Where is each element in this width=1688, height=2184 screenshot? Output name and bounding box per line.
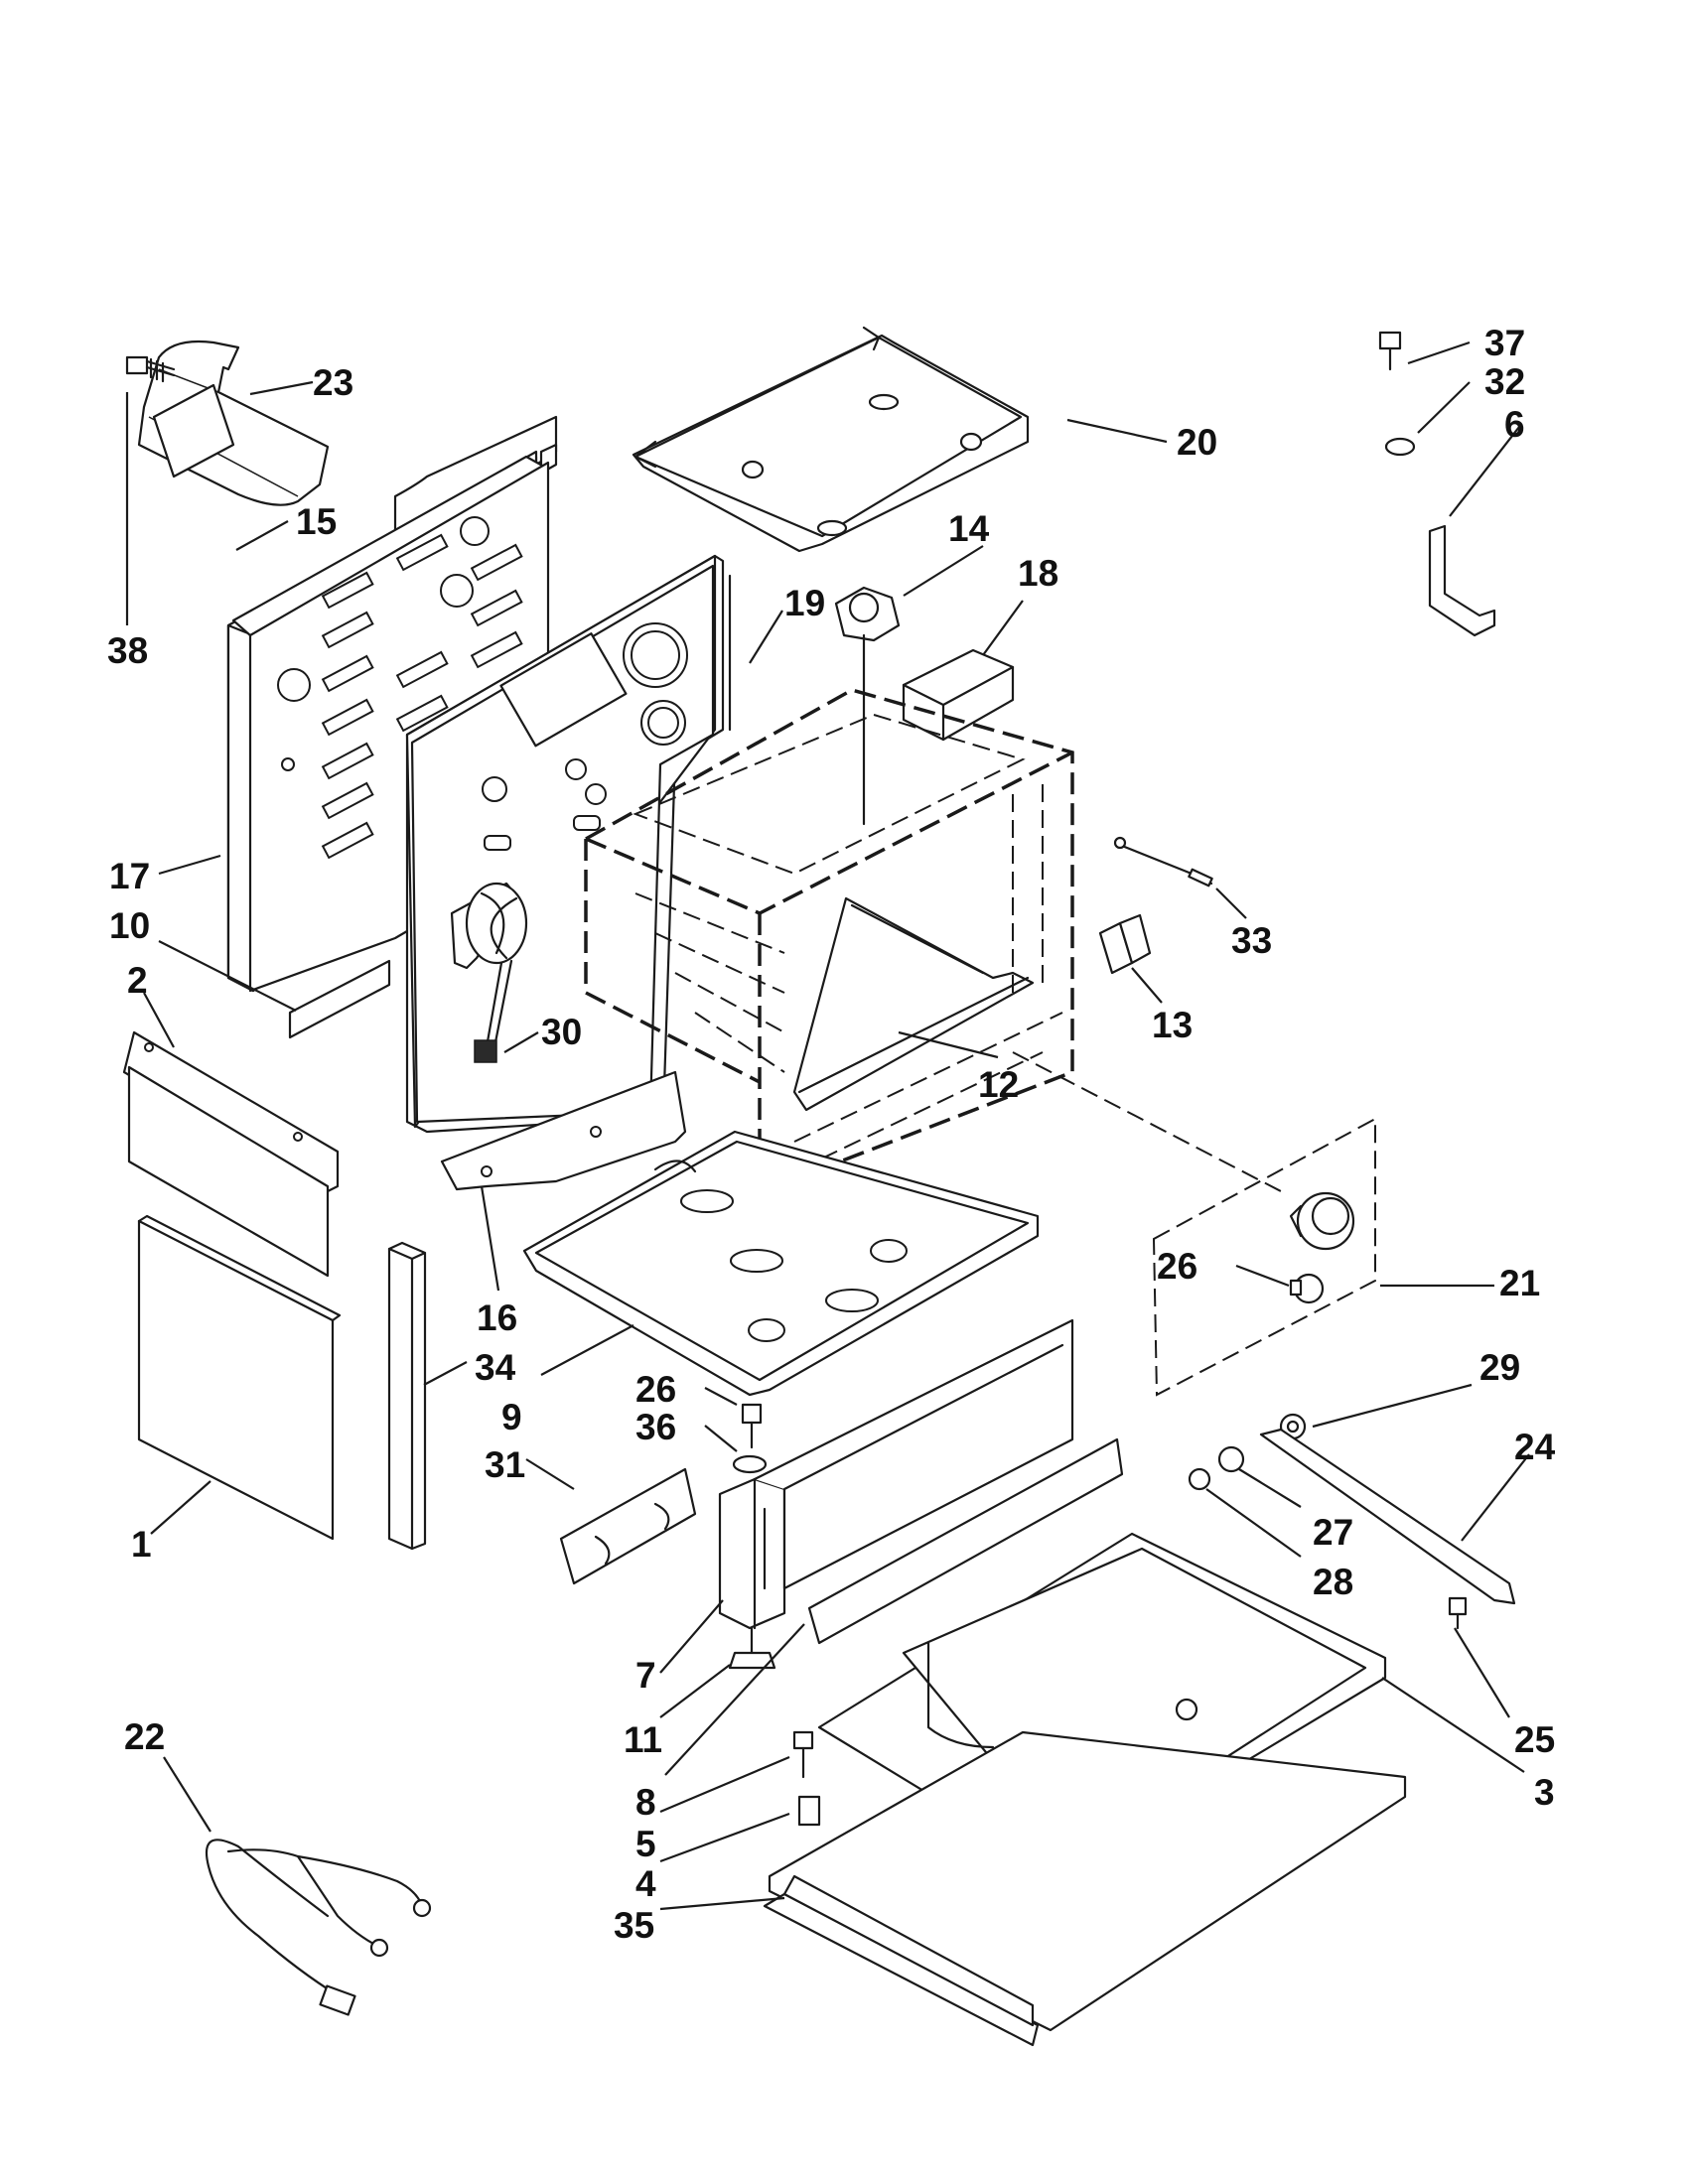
callout-36: 36 bbox=[635, 1407, 676, 1447]
callout-25: 25 bbox=[1514, 1719, 1555, 1760]
part-24-rail bbox=[1259, 1428, 1516, 1605]
part-35-drawer-floor bbox=[763, 1730, 1407, 2047]
part-33-sensor bbox=[1113, 836, 1213, 887]
callout-21: 21 bbox=[1499, 1263, 1540, 1303]
part-1-lower-front-panel bbox=[137, 1214, 342, 1541]
callout-17: 17 bbox=[109, 856, 150, 896]
callout-12: 12 bbox=[978, 1064, 1019, 1105]
callout-15: 15 bbox=[296, 501, 337, 542]
callout-8: 8 bbox=[635, 1782, 656, 1823]
callout-3: 3 bbox=[1534, 1772, 1555, 1813]
callout-28: 28 bbox=[1313, 1562, 1353, 1602]
callout-10: 10 bbox=[109, 905, 150, 946]
callout-6: 6 bbox=[1504, 404, 1525, 445]
part-2-upper-front-panel bbox=[122, 1030, 340, 1278]
callout-18: 18 bbox=[1018, 553, 1058, 594]
part-16-bracket bbox=[440, 1070, 687, 1191]
part-34-side-strip bbox=[387, 1241, 427, 1551]
callout-37: 37 bbox=[1484, 323, 1525, 363]
callout-30: 30 bbox=[541, 1012, 582, 1052]
callout-27: 27 bbox=[1313, 1512, 1353, 1553]
part-36-washer bbox=[732, 1454, 768, 1474]
part-22-power-cord bbox=[205, 1839, 432, 2016]
callout-9: 9 bbox=[501, 1397, 522, 1437]
part-37-screw bbox=[1378, 331, 1402, 371]
part-7-leg-bracket bbox=[718, 1318, 1074, 1630]
leader-lines bbox=[125, 341, 1530, 1911]
callout-20: 20 bbox=[1177, 422, 1217, 463]
callout-26: 26 bbox=[1157, 1246, 1197, 1287]
callout-2: 2 bbox=[127, 960, 148, 1001]
callout-7: 7 bbox=[635, 1655, 656, 1696]
leader-dash-21 bbox=[1012, 1051, 1282, 1192]
part-9-oven-bottom bbox=[522, 1130, 1040, 1397]
callout-23: 23 bbox=[313, 362, 353, 403]
part-11-leveling-leg bbox=[728, 1626, 776, 1670]
callout-22: 22 bbox=[124, 1716, 165, 1757]
callout-24: 24 bbox=[1514, 1427, 1556, 1467]
callout-38: 38 bbox=[107, 630, 148, 671]
part-26-bulb bbox=[1289, 1273, 1325, 1304]
part-26-screw bbox=[741, 1403, 763, 1449]
oven-cavity bbox=[584, 688, 1074, 1203]
part-32-clip bbox=[1384, 437, 1416, 457]
part-28-spacer bbox=[1188, 1467, 1211, 1491]
callout-16: 16 bbox=[477, 1297, 517, 1338]
callout-34: 34 bbox=[475, 1347, 516, 1388]
part-6-bracket bbox=[1428, 524, 1496, 637]
part-18-box bbox=[902, 648, 1015, 742]
callout-4: 4 bbox=[635, 1863, 656, 1904]
part-27-roller bbox=[1217, 1445, 1245, 1473]
part-4-clip bbox=[797, 1795, 821, 1827]
callout-19: 19 bbox=[784, 583, 825, 623]
part-13-clip bbox=[1098, 913, 1152, 975]
callout-32: 32 bbox=[1484, 361, 1525, 402]
part-15-plate bbox=[152, 383, 235, 478]
part-8-kick-strip bbox=[807, 1437, 1124, 1645]
callout-31: 31 bbox=[485, 1444, 525, 1485]
callout-1: 1 bbox=[131, 1524, 152, 1565]
part-31-bracket bbox=[559, 1467, 697, 1585]
part-19-inner-rear-wall bbox=[405, 554, 732, 1134]
callout-33: 33 bbox=[1231, 920, 1272, 961]
part-25-screw bbox=[1448, 1596, 1468, 1630]
part-38-screw bbox=[125, 355, 176, 383]
part-14-thermostat bbox=[834, 586, 901, 826]
callout-13: 13 bbox=[1152, 1005, 1193, 1045]
callout-29: 29 bbox=[1479, 1347, 1520, 1388]
part-5-screw bbox=[792, 1730, 814, 1779]
part-30-fan-motor bbox=[450, 882, 528, 1063]
callout-35: 35 bbox=[614, 1905, 654, 1946]
part-21-light-assembly bbox=[1152, 1117, 1376, 1397]
callout-labels: 37 32 6 23 15 38 20 14 18 19 17 10 2 33 … bbox=[107, 323, 1556, 1946]
part-20-top-panel bbox=[632, 326, 1030, 553]
part-10-strip bbox=[288, 959, 391, 1039]
callout-5: 5 bbox=[635, 1824, 656, 1864]
part-17-rear-panel bbox=[226, 415, 558, 993]
callout-26: 26 bbox=[635, 1369, 676, 1410]
callout-11: 11 bbox=[624, 1719, 662, 1760]
callout-14: 14 bbox=[948, 508, 990, 549]
